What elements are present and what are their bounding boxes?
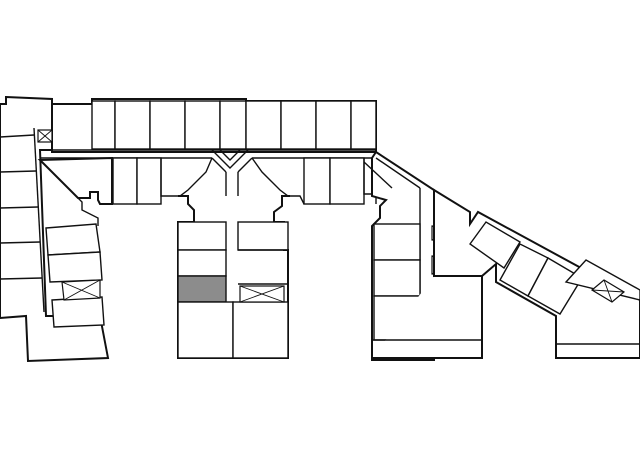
shaft-north-west xyxy=(37,129,53,143)
unit-west-b[interactable] xyxy=(47,251,103,283)
unit-court-left-2[interactable] xyxy=(136,157,162,205)
shaft-far-east xyxy=(590,279,626,303)
unit-north-3[interactable] xyxy=(149,100,186,150)
unit-east-2[interactable] xyxy=(373,259,421,297)
unit-north-4[interactable] xyxy=(184,100,221,150)
unit-east-1[interactable] xyxy=(373,223,421,261)
unit-court-right-2[interactable] xyxy=(329,157,365,205)
unit-north-2[interactable] xyxy=(114,100,151,150)
unit-court-left-1[interactable] xyxy=(112,157,138,205)
east-wing xyxy=(363,150,483,361)
shaft-center xyxy=(239,285,285,303)
west-wing xyxy=(0,95,110,363)
unit-north-1[interactable] xyxy=(91,100,116,150)
unit-far-east-1[interactable] xyxy=(469,221,521,270)
unit-north-9[interactable] xyxy=(350,100,377,150)
far-east-wing xyxy=(433,188,640,359)
center-block xyxy=(177,195,290,359)
unit-center-5[interactable] xyxy=(177,301,234,359)
unit-center-6[interactable] xyxy=(232,301,289,359)
unit-selected[interactable] xyxy=(177,275,227,303)
courtyard-block-right xyxy=(251,157,377,205)
unit-center-2[interactable] xyxy=(237,221,289,251)
unit-center-3[interactable] xyxy=(177,249,227,277)
unit-north-8[interactable] xyxy=(315,100,352,150)
unit-north-5[interactable] xyxy=(219,100,247,150)
unit-center-1[interactable] xyxy=(177,221,227,251)
unit-court-right-1[interactable] xyxy=(303,157,331,205)
unit-west-c[interactable] xyxy=(51,296,105,328)
unit-west-a[interactable] xyxy=(45,223,101,256)
north-wing xyxy=(40,98,377,159)
courtyard-block-left xyxy=(37,156,213,226)
shaft-west-lower xyxy=(61,279,101,301)
unit-north-6[interactable] xyxy=(245,100,282,150)
unit-north-7[interactable] xyxy=(280,100,317,150)
